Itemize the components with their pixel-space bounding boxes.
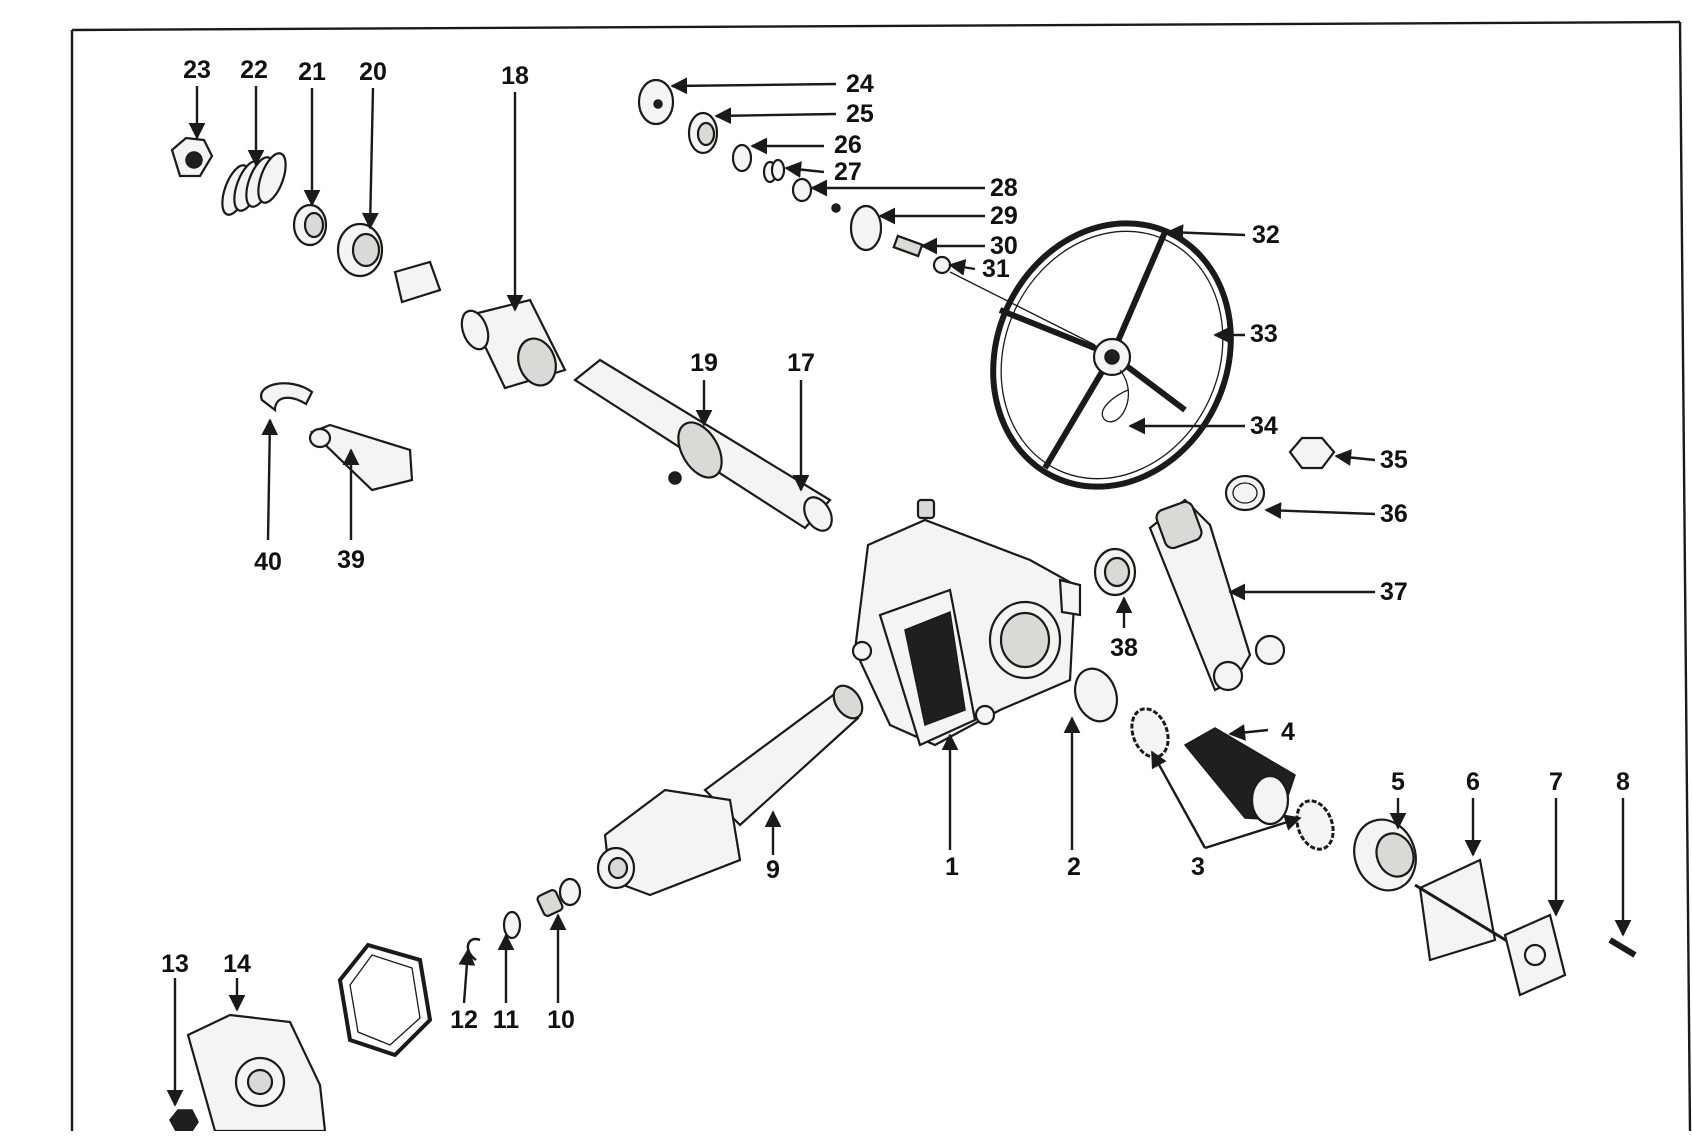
callout-14: 14 xyxy=(223,950,251,978)
part-9-sector-shaft xyxy=(596,684,864,897)
leader-lines xyxy=(166,77,1632,1107)
part-1-gear-housing xyxy=(851,498,1082,747)
leader-line-32 xyxy=(1166,224,1246,241)
callout-36: 36 xyxy=(1380,500,1408,528)
parts xyxy=(169,78,1637,1133)
part-21-bushing xyxy=(292,203,328,247)
callout-8: 8 xyxy=(1616,768,1630,796)
part-20-bearing xyxy=(336,222,384,278)
part-26-ring xyxy=(731,143,753,173)
callout-17: 17 xyxy=(787,349,815,377)
callout-39: 39 xyxy=(337,546,365,574)
leader-line-20 xyxy=(361,87,379,230)
part-4-worm-shaft xyxy=(1183,727,1296,826)
part-35-nut xyxy=(1288,436,1336,470)
callout-9: 9 xyxy=(766,856,780,884)
callout-29: 29 xyxy=(990,202,1018,230)
callout-35: 35 xyxy=(1380,446,1408,474)
leader-line-27 xyxy=(784,161,825,178)
part-2-race xyxy=(1073,667,1119,723)
part-29-plate xyxy=(831,203,883,252)
part-3-bearing-b xyxy=(1295,799,1335,851)
leader-line-40 xyxy=(261,418,279,541)
part-8-bolt xyxy=(1608,937,1637,958)
part-3-bearing-a xyxy=(1130,707,1170,759)
callout-38: 38 xyxy=(1110,634,1138,662)
leader-line-4 xyxy=(1228,724,1269,741)
leader-line-3-b xyxy=(1150,750,1207,849)
part-30-bolt xyxy=(892,234,924,258)
part-17-column-tube xyxy=(573,358,833,532)
part-24-washer xyxy=(637,78,675,126)
part-12-lock-ring xyxy=(466,937,481,962)
part-40-clip xyxy=(260,382,314,413)
part-15-gasket xyxy=(337,942,433,1058)
part-27-spring xyxy=(762,158,786,184)
callout-24: 24 xyxy=(846,70,874,98)
callout-10: 10 xyxy=(547,1006,575,1034)
callout-22: 22 xyxy=(240,56,268,84)
part-19-clamp xyxy=(677,421,723,479)
part-23-nut xyxy=(170,136,214,178)
callout-6: 6 xyxy=(1466,768,1480,796)
callout-18: 18 xyxy=(501,62,529,90)
callout-3: 3 xyxy=(1191,853,1205,881)
callout-20: 20 xyxy=(359,58,387,86)
part-25-bushing xyxy=(687,111,719,155)
callout-7: 7 xyxy=(1549,768,1563,796)
callout-4: 4 xyxy=(1281,718,1295,746)
part-28-ring xyxy=(791,177,813,203)
callout-25: 25 xyxy=(846,100,874,128)
callout-11: 11 xyxy=(493,1006,520,1034)
leader-line-35 xyxy=(1334,449,1376,466)
callout-2: 2 xyxy=(1067,853,1081,881)
leader-line-36 xyxy=(1264,502,1376,519)
callout-28: 28 xyxy=(990,174,1018,202)
callout-37: 37 xyxy=(1380,578,1408,606)
leader-line-25 xyxy=(714,107,837,125)
diagram-frame xyxy=(70,20,1692,1132)
part-spline-piece xyxy=(393,260,442,304)
part-7-end-cover xyxy=(1503,913,1567,997)
part-31-washer xyxy=(932,255,952,275)
callout-27: 27 xyxy=(834,158,862,186)
part-10-adjust-screw xyxy=(536,877,582,917)
leader-line-3 xyxy=(1204,814,1302,850)
callout-33: 33 xyxy=(1250,320,1278,348)
leader-line-12 xyxy=(458,948,476,1004)
part-37-pitman-arm xyxy=(1148,498,1286,692)
part-13-locknut xyxy=(169,1109,199,1132)
callout-32: 32 xyxy=(1252,221,1280,249)
part-11-shim xyxy=(502,910,522,940)
callout-19: 19 xyxy=(690,349,718,377)
part-18-column-shaft xyxy=(460,298,567,390)
part-5-adjuster xyxy=(1353,818,1417,892)
leader-line-31 xyxy=(948,259,976,276)
callout-34: 34 xyxy=(1250,412,1278,440)
callout-12: 12 xyxy=(450,1006,478,1034)
callout-30: 30 xyxy=(990,232,1018,260)
part-36-lockwasher xyxy=(1224,474,1266,512)
part-34-clip xyxy=(1101,369,1130,423)
callout-40: 40 xyxy=(254,548,282,576)
callout-31: 31 xyxy=(982,255,1010,283)
callout-21: 21 xyxy=(298,58,326,86)
callout-23: 23 xyxy=(183,56,211,84)
callout-labels: 1 2 3 4 5 6 7 8 9 10 11 12 13 14 17 18 1… xyxy=(161,56,1630,1034)
part-39-bracket xyxy=(308,423,414,492)
callout-13: 13 xyxy=(161,950,189,978)
part-38-oil-seal xyxy=(1093,547,1137,597)
callout-5: 5 xyxy=(1391,768,1405,796)
part-22-spring xyxy=(221,152,287,216)
part-14-side-cover xyxy=(186,1013,327,1133)
callout-26: 26 xyxy=(834,131,862,159)
callout-1: 1 xyxy=(945,853,959,881)
leader-line-24 xyxy=(670,77,837,95)
